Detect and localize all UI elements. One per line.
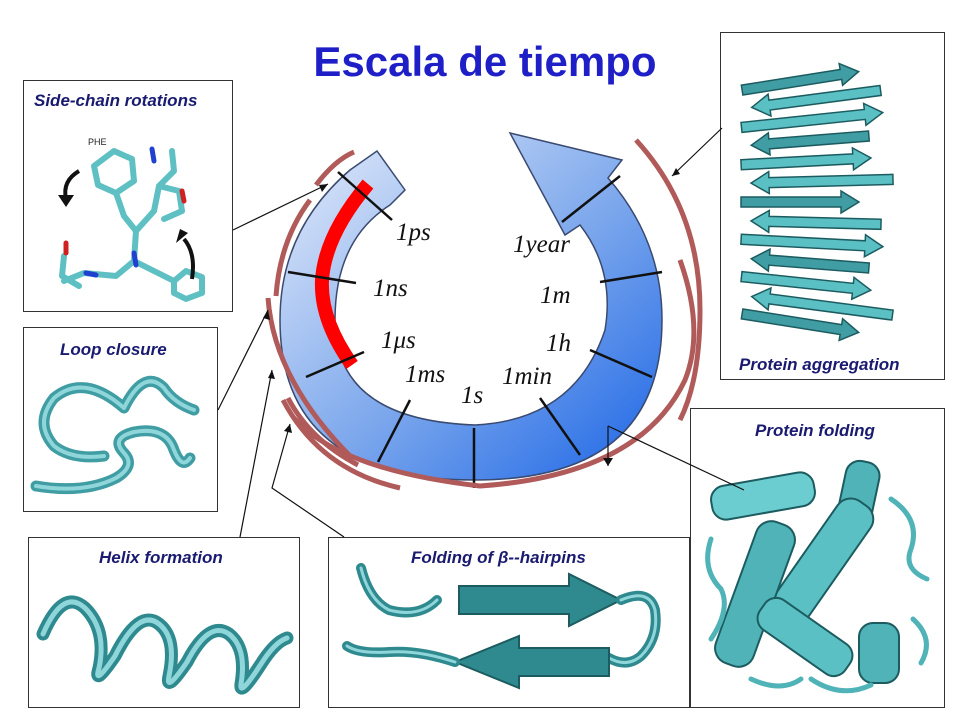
- beta-strand: [750, 286, 894, 321]
- tick-mark: [305, 350, 365, 379]
- side-chain-rotations-label: Side-chain rotations: [34, 91, 198, 110]
- range-bracket: [280, 398, 401, 491]
- loop-closure-label: Loop closure: [60, 340, 167, 359]
- tick-marks: [287, 171, 663, 488]
- page-title: Escala de tiempo: [313, 38, 657, 85]
- tick-mark: [376, 399, 412, 463]
- hairpin-folding-label: Folding of β--hairpins: [411, 548, 586, 567]
- time-label-1m: 1m: [540, 282, 571, 309]
- loop-closure-panel: Loop closure: [23, 327, 218, 512]
- beta-strand: [749, 209, 882, 234]
- range-bracket: [314, 149, 356, 187]
- outer-time-labels: 1year 1m 1h 1min: [502, 231, 571, 390]
- range-brackets: [265, 138, 703, 491]
- time-label-1s: 1s: [461, 382, 483, 409]
- protein-aggregation-panel: Protein aggregation: [720, 32, 945, 380]
- range-bracket: [634, 138, 703, 422]
- beta-strand: [749, 247, 871, 274]
- beta-strand: [740, 308, 861, 342]
- tick-mark: [287, 270, 357, 285]
- time-label-1year: 1year: [513, 231, 570, 258]
- helix-formation-label: Helix formation: [99, 548, 223, 567]
- tick-mark: [561, 175, 621, 223]
- range-bracket: [273, 198, 313, 297]
- beta-strand: [750, 84, 883, 118]
- protein-folding-label: Protein folding: [755, 421, 875, 440]
- tick-mark: [337, 171, 393, 221]
- tick-mark: [589, 348, 653, 379]
- beta-strand: [740, 146, 873, 172]
- connector-arrows: [217, 127, 745, 538]
- beta-strand: [740, 62, 861, 96]
- hairpin-illustration: [342, 563, 661, 690]
- tick-mark: [538, 397, 582, 456]
- time-label-1ms: 1ms: [405, 361, 445, 388]
- beta-strand: [740, 102, 885, 134]
- time-label-1us: 1μs: [381, 327, 416, 354]
- beta-strand: [740, 233, 885, 259]
- time-label-1ps: 1ps: [396, 219, 431, 246]
- protein-aggregation-illustration: [740, 62, 894, 342]
- timescale-arrow: [279, 131, 663, 481]
- residue-label: PHE: [88, 137, 107, 147]
- time-label-1h: 1h: [546, 330, 571, 357]
- range-bracket: [265, 297, 354, 460]
- loop-illustration: [30, 375, 200, 495]
- time-label-1ns: 1ns: [373, 275, 408, 302]
- protein-folding-illustration: [705, 459, 930, 694]
- inner-time-labels: 1ps 1ns 1μs 1ms 1s: [373, 219, 483, 409]
- protein-aggregation-label: Protein aggregation: [739, 355, 900, 374]
- hairpin-folding-panel: Folding of β--hairpins: [328, 537, 690, 708]
- protein-folding-panel: Protein folding: [690, 408, 945, 708]
- helix-formation-panel: Helix formation: [28, 537, 300, 708]
- beta-strand: [740, 270, 873, 301]
- red-highlight-arc: [314, 179, 374, 370]
- beta-strand: [749, 170, 894, 195]
- side-chain-rotations-panel: Side-chain rotations PHE: [23, 80, 233, 312]
- tick-mark: [599, 270, 663, 284]
- side-chain-illustration: PHE: [58, 137, 205, 302]
- helix-illustration: [36, 595, 294, 695]
- beta-strand: [749, 130, 871, 157]
- time-label-1min: 1min: [502, 363, 552, 390]
- beta-strand: [740, 189, 861, 215]
- connector-arrowheads: [263, 168, 680, 466]
- range-bracket: [292, 259, 697, 489]
